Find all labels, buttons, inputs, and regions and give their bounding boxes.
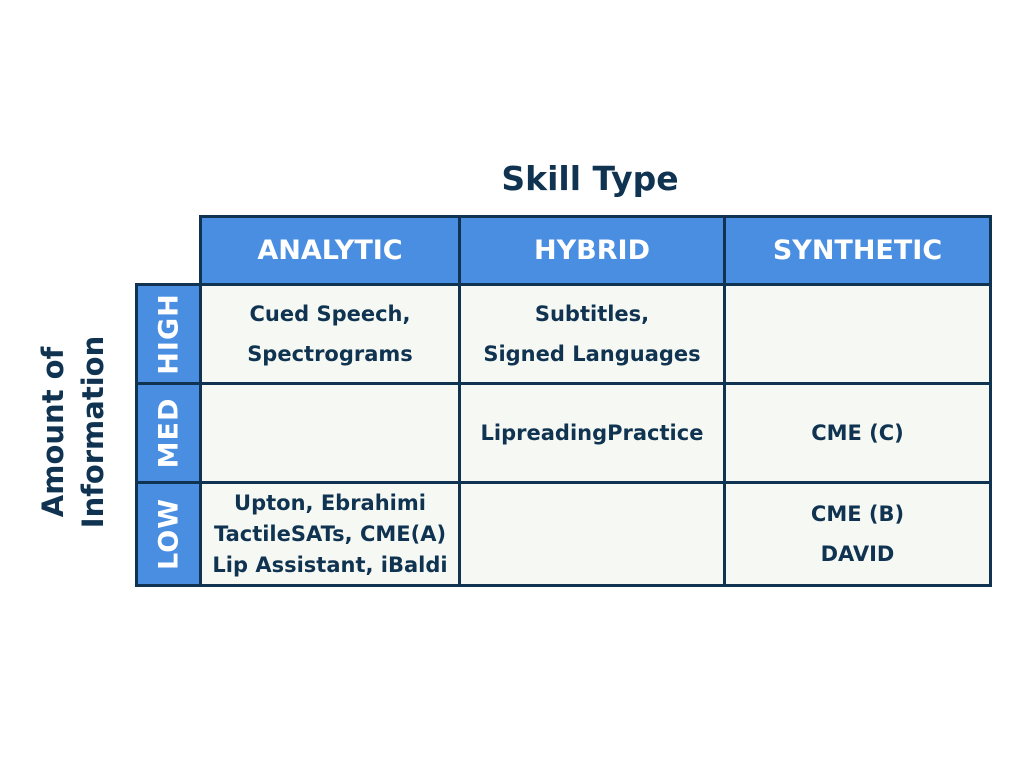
- column-header-synthetic: SYNTHETIC: [723, 215, 992, 286]
- cell-text: TactileSATs, CME(A): [213, 521, 447, 546]
- cell-low-analytic: Upton, Ebrahimi TactileSATs, CME(A) Lip …: [199, 481, 461, 587]
- cell-low-hybrid: [458, 481, 726, 587]
- cell-text: Spectrograms: [247, 342, 413, 366]
- row-header-med-label: MED: [153, 397, 184, 469]
- row-header-low: LOW: [135, 481, 202, 587]
- cell-high-synthetic: [723, 283, 992, 385]
- diagram-title: Skill Type: [501, 159, 679, 198]
- cell-high-analytic: Cued Speech, Spectrograms: [199, 283, 461, 385]
- cell-text: Signed Languages: [483, 342, 701, 366]
- cell-text: Subtitles,: [534, 302, 650, 326]
- cell-text: CME (C): [811, 421, 904, 445]
- y-axis-label-line-2: Information: [76, 335, 110, 529]
- row-header-high: HIGH: [135, 283, 202, 385]
- cell-text: DAVID: [820, 542, 895, 566]
- cell-low-synthetic: CME (B) DAVID: [723, 481, 992, 587]
- cell-med-analytic: [199, 382, 461, 484]
- y-axis-label-line-1: Amount of: [36, 346, 70, 518]
- row-header-med: MED: [135, 382, 202, 484]
- column-header-analytic: ANALYTIC: [199, 215, 461, 286]
- row-header-low-label: LOW: [153, 498, 184, 570]
- cell-med-hybrid: LipreadingPractice: [458, 382, 726, 484]
- cell-text: Lip Assistant, iBaldi: [212, 552, 448, 577]
- cell-text: CME (B): [810, 502, 905, 526]
- cell-med-synthetic: CME (C): [723, 382, 992, 484]
- cell-text: LipreadingPractice: [480, 421, 704, 445]
- cell-text: Upton, Ebrahimi: [234, 490, 426, 515]
- column-header-hybrid: HYBRID: [458, 215, 726, 286]
- cell-text: Cued Speech,: [249, 302, 411, 326]
- row-header-high-label: HIGH: [153, 293, 184, 375]
- y-axis-label: Amount of Information: [33, 302, 113, 562]
- cell-high-hybrid: Subtitles, Signed Languages: [458, 283, 726, 385]
